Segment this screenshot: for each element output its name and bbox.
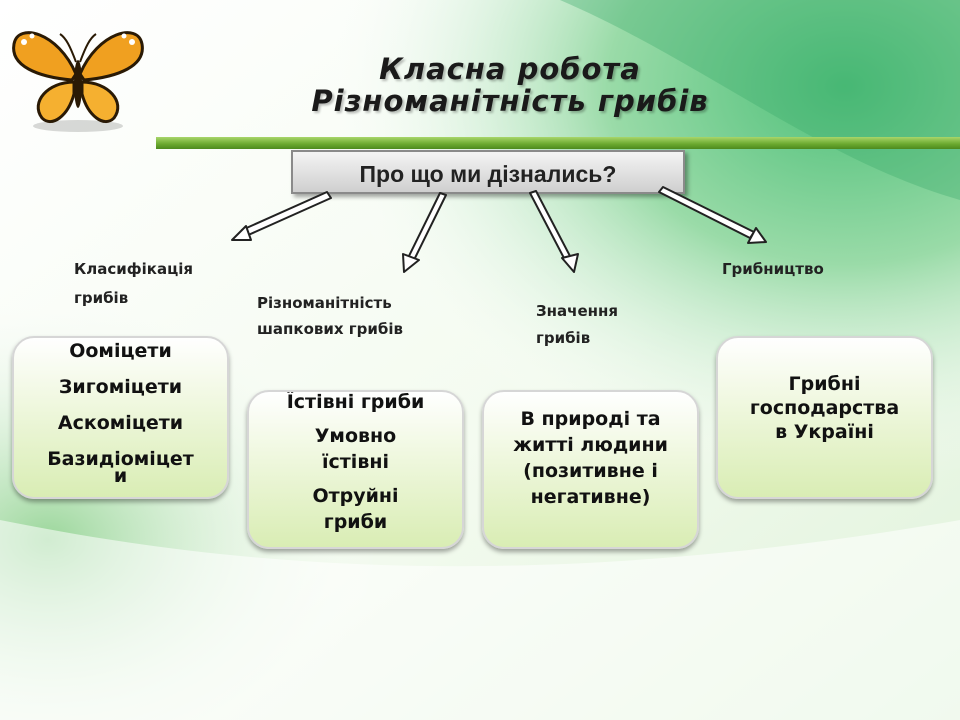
branch-label-mushroom-farming: Грибництво (722, 255, 824, 284)
label-line: Значення (536, 302, 618, 320)
box-item: Ооміцети (69, 340, 172, 362)
slide-title-line1: Класна робота (379, 52, 641, 86)
box-item: Їстівні гриби (286, 391, 425, 413)
label-line: Класифікація (74, 260, 193, 278)
box-item: и (113, 465, 128, 487)
box-item: житті людини (513, 434, 668, 456)
box-item: В природі та (520, 408, 661, 430)
meaning-box: В природі та житті людини (позитивне і н… (482, 390, 699, 549)
label-line: Грибництво (722, 260, 824, 278)
box-item: Умовно (314, 425, 397, 447)
central-question-box: Про що ми дізнались? (291, 150, 685, 194)
box-item: негативне) (530, 486, 651, 508)
box-item: господарства (749, 397, 900, 419)
box-item: в Україні (775, 421, 874, 443)
butterfly-icon (12, 31, 144, 132)
branch-label-meaning: Значення грибів (536, 298, 618, 352)
label-line: грибів (74, 289, 129, 307)
box-item: (позитивне і (523, 460, 658, 482)
box-item: Зигоміцети (58, 376, 183, 398)
classification-box: Ооміцети Зигоміцети Аскоміцети Базидіомі… (12, 336, 229, 499)
box-item: Грибні (788, 373, 861, 395)
title-divider-bar (156, 137, 960, 149)
label-line: Різноманітність (257, 294, 392, 312)
label-line: шапкових грибів (257, 320, 403, 338)
box-item: Отруйні (312, 485, 399, 507)
branch-label-variety: Різноманітність шапкових грибів (257, 290, 403, 342)
box-item: Базидіоміцет (47, 448, 194, 470)
box-item: їстівні (322, 451, 389, 473)
slide-title-line2: Різноманітність грибів (311, 84, 709, 118)
label-line: грибів (536, 329, 591, 347)
variety-box: Їстівні гриби Умовно їстівні Отруйні гри… (247, 390, 464, 549)
branch-label-classification: Класифікація грибів (74, 255, 193, 313)
mushroom-farming-box: Грибні господарства в Україні (716, 336, 933, 499)
box-item: гриби (323, 511, 388, 533)
box-item: Аскоміцети (57, 412, 184, 434)
